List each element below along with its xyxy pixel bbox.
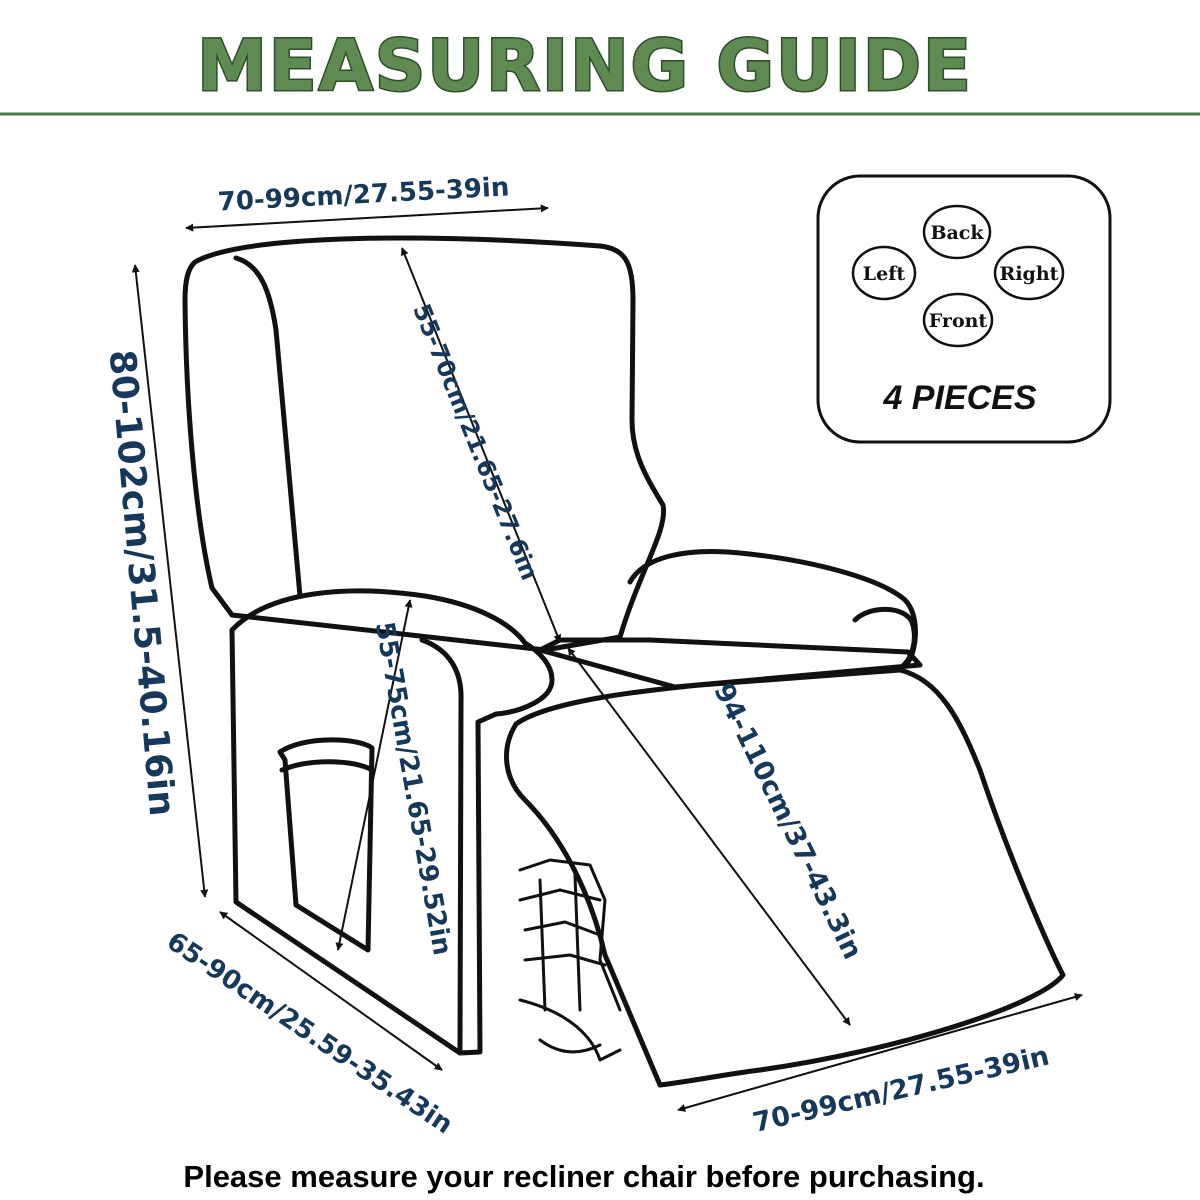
chair-right-arm-front: [852, 606, 917, 671]
arm-height-line: [335, 599, 413, 951]
back-piece-oval: [922, 204, 992, 260]
page-title: MEASURING GUIDE: [197, 25, 973, 107]
footrest-length-line: [567, 647, 851, 1026]
chair-backrest-side-edge: [233, 255, 303, 599]
total-height-line: [131, 264, 209, 898]
footer-note: Please measure your recliner chair befor…: [183, 1159, 984, 1194]
front-piece-oval: [922, 292, 994, 348]
left-piece-label: Left: [863, 263, 906, 285]
pieces-box: Back Left Right Front 4 PIECES: [816, 174, 1112, 444]
back-piece-label: Back: [930, 222, 984, 244]
front-piece-label: Front: [929, 310, 988, 332]
chair-pocket-flap: [279, 759, 375, 773]
right-piece-oval: [993, 245, 1065, 301]
chair-right-armrest: [627, 549, 918, 665]
front-width-label: 70-99cm/27.55-39in: [750, 1041, 1052, 1139]
side-depth-label: 65-90cm/25.59-35.43in: [161, 926, 458, 1140]
pieces-count-label: 4 PIECES: [882, 379, 1036, 417]
side-depth-line: [219, 911, 443, 1071]
chair-backrest: [182, 235, 667, 653]
dimension-lines: [131, 204, 1083, 1112]
chair-side-pocket: [277, 737, 375, 953]
front-width-line: [677, 993, 1083, 1112]
footrest-length-label: 94-110cm/37-43.3in: [707, 678, 868, 964]
top-width-line: [185, 204, 549, 232]
chair-footrest: [504, 667, 1066, 1088]
left-piece-oval: [851, 245, 917, 301]
chair-armrest-inner-edge: [419, 637, 464, 1053]
right-piece-label: Right: [1000, 263, 1059, 285]
arm-height-label: 55-75cm/21.65-29.52in: [369, 620, 457, 958]
top-width-label: 70-99cm/27.55-39in: [217, 172, 510, 217]
back-length-line: [400, 247, 562, 643]
back-length-label: 55-70cm/21.65-27.6in: [407, 300, 544, 584]
